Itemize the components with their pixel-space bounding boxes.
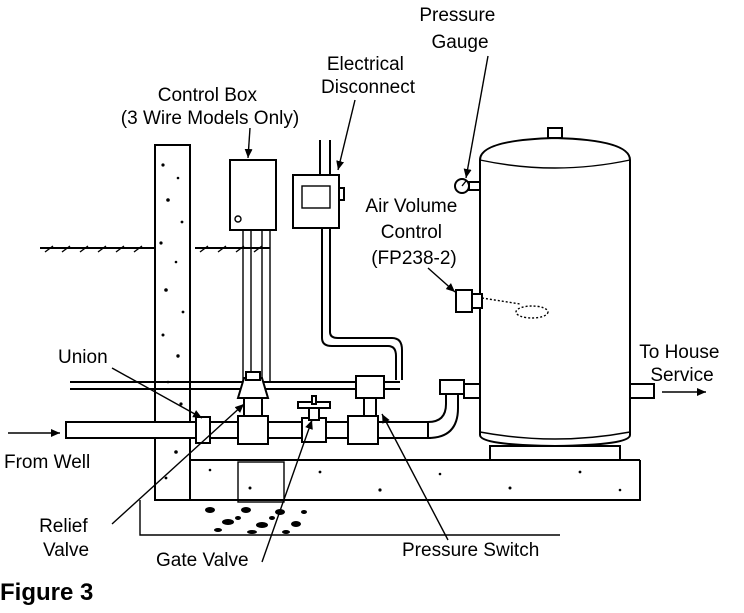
label-from-well: From Well	[4, 452, 90, 473]
label-electrical-disconnect: Electrical Disconnect	[321, 54, 416, 98]
label-gate-valve: Gate Valve	[156, 550, 249, 571]
gravel-bed	[205, 461, 307, 534]
pressure-gauge	[454, 178, 481, 194]
figure-caption: Figure 3	[0, 579, 93, 606]
label-control-box: Control Box (3 Wire Models Only)	[121, 85, 299, 129]
label-to-house-service: To House Service	[639, 342, 725, 386]
electrical-disconnect-box	[292, 174, 345, 229]
label-relief-valve: Relief Valve	[39, 516, 93, 561]
label-union: Union	[58, 347, 108, 368]
control-box	[229, 159, 277, 231]
leader-lines	[8, 55, 706, 563]
label-pressure-switch: Pressure Switch	[402, 540, 539, 561]
air-volume-control	[455, 289, 549, 319]
ground-surface	[40, 245, 270, 253]
pressure-switch	[355, 375, 385, 417]
pressure-tank	[479, 127, 655, 461]
supply-pipe	[65, 379, 485, 445]
label-pressure-gauge: Pressure Gauge	[419, 5, 500, 53]
gate-valve	[297, 395, 331, 421]
union-fitting	[195, 416, 211, 444]
label-air-volume-control: Air Volume Control (FP238-2)	[365, 196, 462, 269]
electrical-wiring	[70, 140, 403, 390]
relief-valve	[236, 371, 270, 417]
